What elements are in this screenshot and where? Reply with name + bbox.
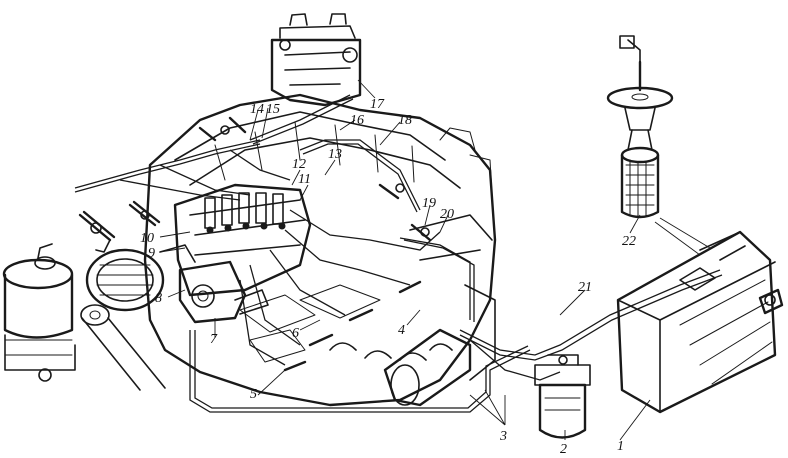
label-8: 8 <box>155 291 162 306</box>
callout-leaders <box>159 79 651 441</box>
label-6: 6 <box>292 326 299 341</box>
leader-22-tank <box>654 217 711 256</box>
label-7: 7 <box>210 332 218 347</box>
label-20: 20 <box>440 207 454 222</box>
label-12: 12 <box>292 157 306 172</box>
callout-labels: 1 2 3 4 5 6 7 8 9 10 11 12 13 14 15 16 1… <box>140 97 636 457</box>
label-16: 16 <box>350 113 364 128</box>
fine-fuel-filter <box>270 13 362 107</box>
label-4: 4 <box>398 323 405 338</box>
label-9: 9 <box>148 246 155 261</box>
injectors <box>78 116 432 372</box>
fuel-tank <box>616 230 784 414</box>
generator <box>80 244 196 391</box>
label-19: 19 <box>422 196 436 211</box>
label-11: 11 <box>298 172 311 187</box>
fuel-lines <box>74 94 723 413</box>
label-15: 15 <box>266 102 280 117</box>
filter-element <box>606 35 674 219</box>
coarse-fuel-filter <box>534 354 591 439</box>
label-3: 3 <box>499 429 507 444</box>
injection-pump <box>173 183 312 324</box>
label-5: 5 <box>250 387 257 402</box>
label-18: 18 <box>398 113 412 128</box>
label-1: 1 <box>617 439 624 454</box>
label-10: 10 <box>140 231 154 246</box>
label-17: 17 <box>370 97 385 112</box>
air-cleaner <box>2 243 76 382</box>
label-22: 22 <box>622 234 636 249</box>
label-2: 2 <box>560 442 567 457</box>
label-21: 21 <box>578 280 592 295</box>
label-14: 14 <box>250 102 264 117</box>
engine-block <box>143 93 497 407</box>
label-13: 13 <box>328 147 342 162</box>
